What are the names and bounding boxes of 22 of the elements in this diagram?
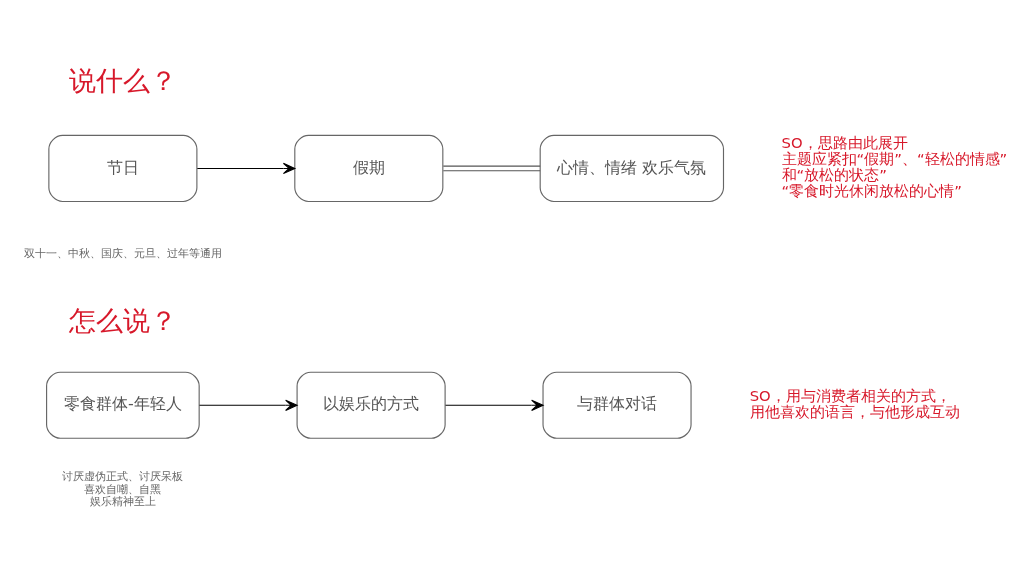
- arrow: [196, 162, 296, 175]
- node-label: 讨厌虚伪正式、讨厌呆板: [62, 469, 184, 484]
- arrow: [198, 399, 298, 411]
- label: “零食时光休闲放松的心情”: [781, 182, 962, 200]
- node-box: 零食群体-年轻人: [46, 371, 200, 439]
- node-box: 节日: [48, 134, 198, 203]
- node-box: 以娱乐的方式: [296, 371, 446, 439]
- label: 说什么？: [68, 65, 177, 97]
- label: 用他喜欢的语言，与他形成互动: [749, 403, 960, 421]
- label: SO，用与消费者相关的方式，: [749, 387, 951, 405]
- arrow: [445, 399, 544, 411]
- label: 和“放松的状态”: [781, 166, 887, 184]
- label: SO，思路由此展开: [781, 134, 908, 152]
- node-box: 假期: [294, 134, 444, 203]
- connector: [442, 165, 541, 172]
- label: 主题应紧扣“假期”、“轻松的情感”: [781, 150, 1008, 168]
- node-label: 娱乐精神至上: [89, 494, 156, 509]
- node-box: 心情、情绪 欢乐气氛: [539, 134, 725, 203]
- node-box: 与群体对话: [542, 371, 692, 439]
- node-label: 喜欢自嘲、自黑: [84, 481, 162, 496]
- node-label: 双十一、中秋、国庆、元旦、过年等通用: [23, 245, 222, 260]
- label: 怎么说？: [68, 305, 177, 337]
